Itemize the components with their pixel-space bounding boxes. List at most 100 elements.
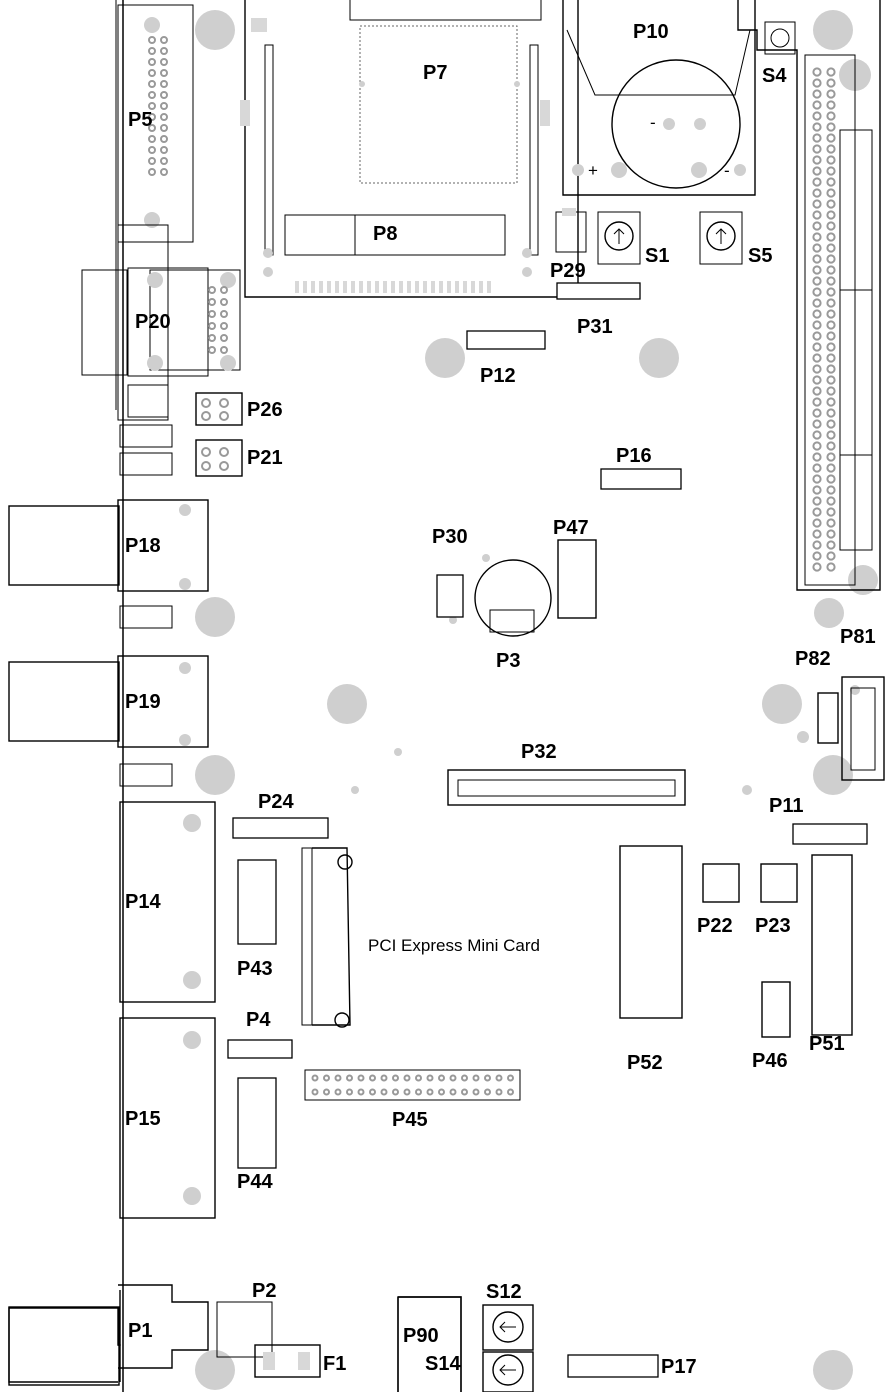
cf-pin [359,281,363,293]
label-p16: P16 [616,445,652,467]
pin [826,375,836,385]
label-p2: P2 [252,1280,276,1302]
pin [148,69,156,77]
pin [826,518,836,528]
pin [812,122,822,132]
pin [812,529,822,539]
pin [826,276,836,286]
pin [812,430,822,440]
label-p44: P44 [237,1171,273,1193]
cf-pin [383,281,387,293]
pin [208,310,216,318]
pin [495,1088,503,1096]
pin [826,287,836,297]
pin [346,1074,353,1082]
pin [812,67,822,77]
pin [826,78,836,88]
pin [148,80,156,88]
cf-pin [447,281,451,293]
cf-pin [463,281,467,293]
p43-p44-headers [237,859,277,1169]
label-p51: P51 [809,1033,845,1055]
label-p30: P30 [432,526,468,548]
pin [220,298,228,306]
pin [812,397,822,407]
pin [311,1074,319,1082]
pin [812,89,822,99]
cf-pin [479,281,483,293]
pin [826,507,836,517]
pin [812,364,822,374]
pin [160,124,168,132]
pin [415,1074,422,1082]
pin [208,346,216,354]
minipcie-socket [301,847,353,1028]
cf-pin [335,281,339,293]
pin [826,474,836,484]
label-p22: P22 [697,915,733,937]
pin [148,58,156,66]
pin [334,1074,342,1082]
pin [148,91,156,99]
pin [812,111,822,121]
label-s12: S12 [486,1281,522,1303]
pin [826,89,836,99]
label-p47: P47 [553,517,589,539]
p45-header [304,1069,521,1101]
pin [812,276,822,286]
pin [826,551,836,561]
label-s14: S14 [425,1353,461,1375]
pin [826,397,836,407]
right-bottom-parts [619,845,853,1038]
pin [826,199,836,209]
pin [812,232,822,242]
pin [812,452,822,462]
pin [812,199,822,209]
pin [812,507,822,517]
pin [826,540,836,550]
pin [812,265,822,275]
pin [160,80,168,88]
p81-p82-connectors [817,676,885,781]
pin [461,1074,468,1082]
pin [812,177,822,187]
label-p46: P46 [752,1050,788,1072]
pin [148,113,156,121]
pin [148,47,156,55]
svg-text:+: + [588,161,598,180]
pin [826,441,836,451]
pin [160,157,168,165]
mounting-holes [195,10,878,1390]
label-p52: P52 [627,1052,663,1074]
pin [826,408,836,418]
label-p5: P5 [128,109,152,131]
pin [826,122,836,132]
pin [220,334,228,342]
pin [323,1074,330,1082]
label-f1: F1 [323,1353,346,1375]
label-pcie: PCI Express Mini Card [368,936,540,955]
pin [812,562,822,572]
pin [812,474,822,484]
pin [812,320,822,330]
pin [826,386,836,396]
pin [208,298,216,306]
pin [826,243,836,253]
component-labels: P5 P7 P8 P10 S4 S1 S5 P29 P31 P20 P12 P2… [125,21,876,1378]
pin [826,353,836,363]
p18-p19-jacks [8,499,209,748]
pin [220,322,228,330]
label-p21: P21 [247,447,283,469]
p20-connector [81,224,241,421]
pin [812,78,822,88]
pin [826,496,836,506]
pin [495,1074,503,1082]
pin [438,1074,445,1082]
pin [826,430,836,440]
pin [812,463,822,473]
pin [148,135,156,143]
pin [812,342,822,352]
pin [220,310,228,318]
label-p20: P20 [135,311,171,333]
